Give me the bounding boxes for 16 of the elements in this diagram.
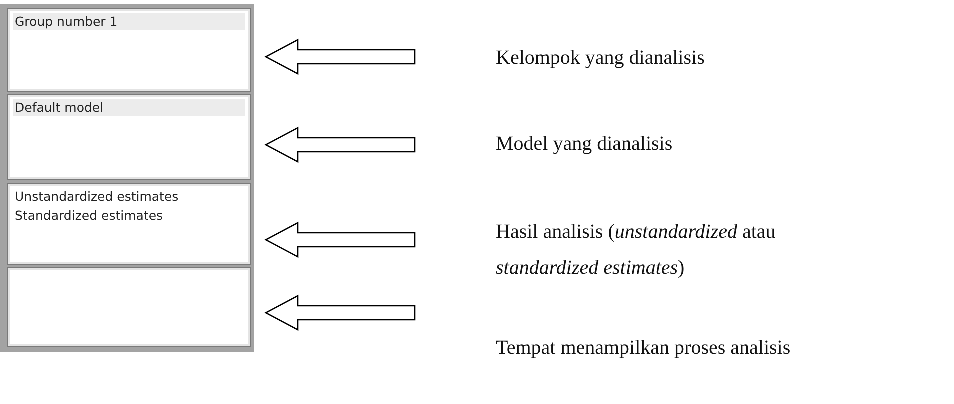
annotation-text: Model yang dianalisis — [496, 126, 756, 162]
list-panel — [8, 184, 250, 264]
list-item: Standardized estimates — [14, 207, 164, 224]
annotation-text: Hasil analisis (unstandardized atau standardized estimates) — [496, 214, 806, 286]
annotation-text: Kelompok yang dianalisis — [496, 40, 756, 76]
list-panel — [8, 95, 250, 179]
empty-panel — [8, 268, 250, 346]
list-item: Unstandardized estimates — [14, 188, 180, 205]
list-item: Group number 1 — [13, 13, 245, 30]
hollow-arrow — [264, 222, 416, 258]
hollow-arrow — [264, 294, 416, 332]
list-item: Default model — [13, 99, 245, 116]
list-panel — [8, 9, 250, 91]
hollow-arrow — [264, 126, 416, 164]
hollow-arrow — [264, 38, 416, 76]
annotation-text: Tempat menampilkan proses analisis — [496, 330, 796, 366]
